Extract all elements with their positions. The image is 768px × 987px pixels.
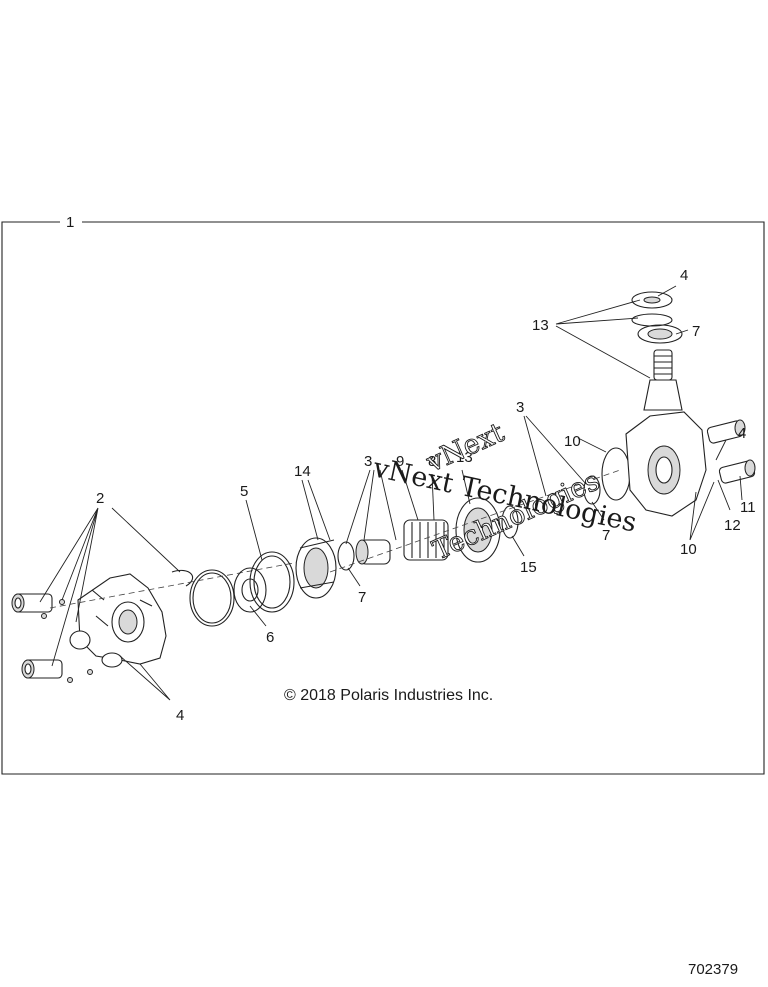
right-bushing-upper (706, 419, 746, 444)
pinion-bearing (637, 324, 683, 344)
ring-gear (455, 497, 501, 563)
callout-2: 2 (96, 490, 104, 507)
left-cover-housing (69, 573, 167, 668)
copyright-notice: © 2018 Polaris Industries Inc. (284, 687, 493, 704)
callout-4-left: 4 (176, 707, 184, 724)
centerline-left (49, 559, 311, 609)
callout-10-bottom: 10 (680, 541, 697, 558)
o-ring-small (501, 505, 519, 539)
callout-15: 15 (520, 559, 537, 576)
callout-4-right: 4 (738, 425, 746, 442)
pinion-shaft (643, 349, 683, 411)
right-bushing-lower (718, 459, 756, 484)
callout-6: 6 (266, 629, 274, 646)
snap-ring (171, 569, 194, 587)
callout-5: 5 (240, 483, 248, 500)
callout-11: 11 (740, 499, 756, 516)
left-bushing-upper (11, 593, 53, 613)
callout-labels: 1 2 3 3 4 4 4 5 6 7 7 7 8 9 10 10 11 12 … (66, 214, 756, 724)
callout-13-top: 13 (532, 317, 549, 334)
document-number: 702379 (688, 961, 738, 978)
callout-8: 8 (428, 453, 436, 470)
gasket (249, 551, 295, 613)
spline-hub (355, 539, 391, 565)
callout-3-middle: 3 (364, 453, 372, 470)
left-bushing-lower (21, 659, 63, 679)
callout-7-top: 7 (692, 323, 700, 340)
pinion-snap-ring (631, 313, 673, 327)
diagram-frame (1, 221, 765, 775)
o-ring-large (189, 569, 235, 627)
callout-14: 14 (294, 463, 311, 480)
callout-13-middle: 13 (456, 449, 473, 466)
callout-7-middle: 7 (358, 589, 366, 606)
clutch-housing (295, 537, 337, 599)
callout-4-top: 4 (680, 267, 688, 284)
centerline-middle (329, 469, 621, 573)
left-screws (41, 599, 93, 683)
callout-10-top: 10 (564, 433, 581, 450)
callout-3-right: 3 (516, 399, 524, 416)
bearing-left (337, 541, 355, 571)
callout-9: 9 (396, 453, 404, 470)
leader-lines (39, 285, 743, 701)
shim-plate (233, 567, 267, 613)
callout-7-right: 7 (602, 527, 610, 544)
right-gearcase-housing (625, 411, 707, 517)
callout-12: 12 (724, 517, 741, 534)
callout-1: 1 (66, 214, 74, 231)
pinion-seal (631, 291, 673, 309)
